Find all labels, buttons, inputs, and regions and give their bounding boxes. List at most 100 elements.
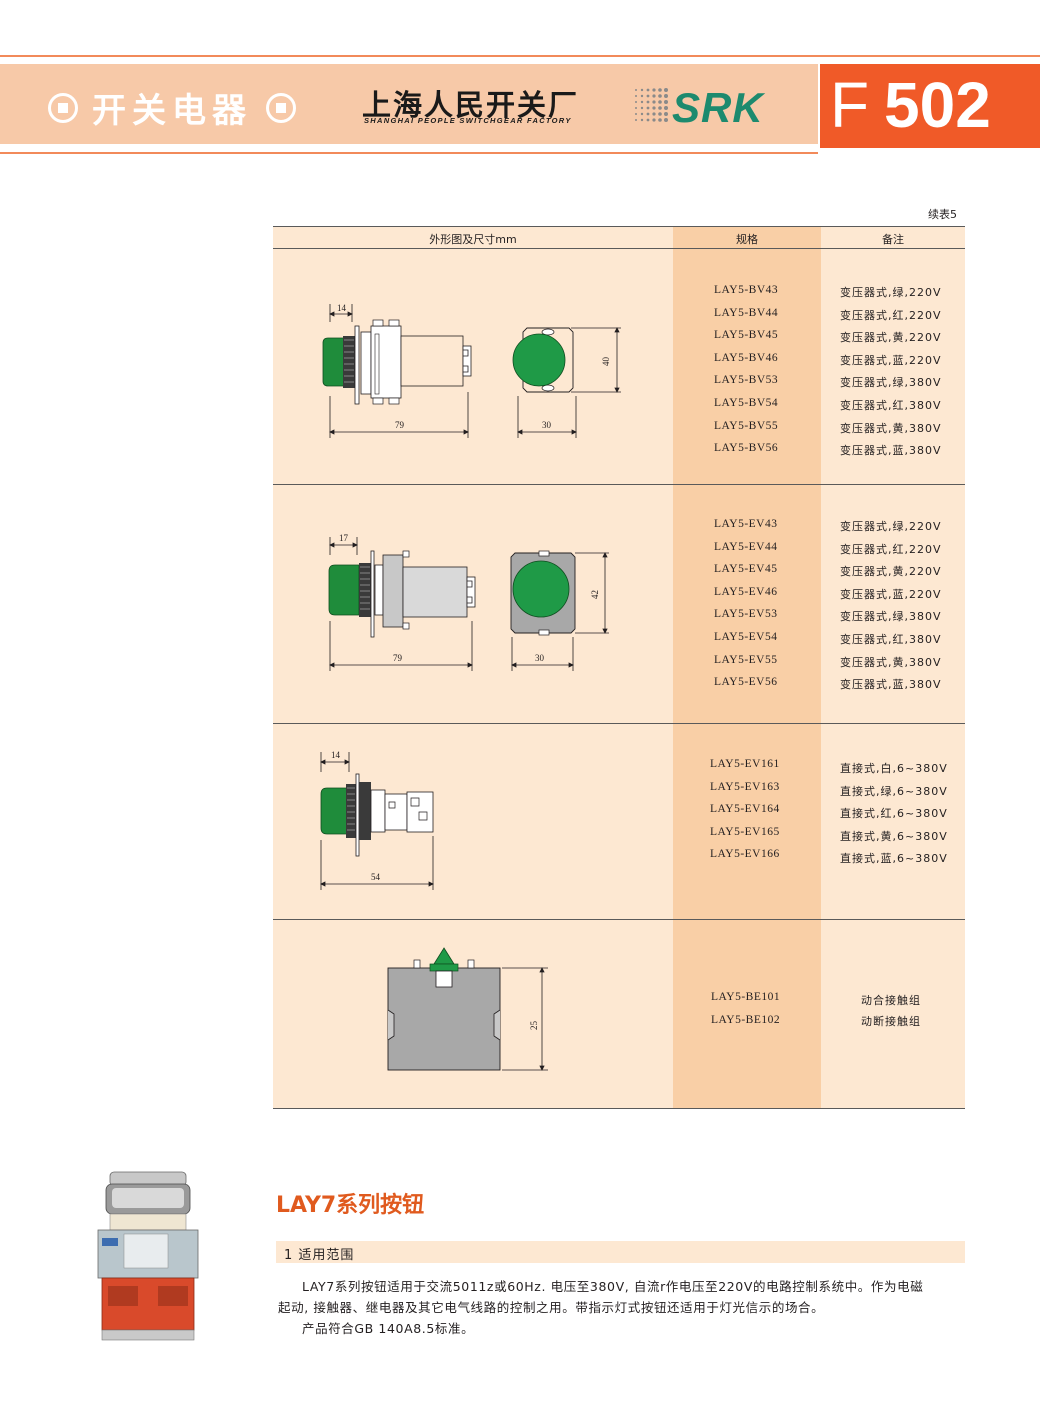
drawing-ev-series: 17 79 42 bbox=[328, 533, 609, 671]
list-item: LAY5-EV56 bbox=[714, 676, 778, 689]
halftone-dots-icon bbox=[635, 88, 668, 122]
list-item: LAY5-EV45 bbox=[714, 563, 778, 576]
list-item: 直接式,绿,6~380V bbox=[840, 784, 948, 798]
dimension-label: 25 bbox=[529, 1021, 539, 1031]
list-item: 变压器式,红,220V bbox=[840, 542, 942, 556]
dimension-label: 14 bbox=[337, 303, 347, 313]
page-number-box bbox=[820, 64, 1040, 148]
note-list: 变压器式,绿,220V 变压器式,红,220V 变压器式,黄,220V 变压器式… bbox=[840, 284, 942, 465]
product-photo bbox=[97, 1171, 199, 1341]
list-item: 直接式,蓝,6~380V bbox=[840, 852, 948, 866]
dimension-label: 30 bbox=[542, 420, 552, 430]
note-list: 直接式,白,6~380V 直接式,绿,6~380V 直接式,红,6~380V 直… bbox=[840, 760, 948, 873]
section-title: LAY7系列按钮 bbox=[276, 1193, 425, 1218]
dimension-label: 40 bbox=[601, 357, 611, 367]
list-item: LAY5-EV53 bbox=[714, 608, 778, 621]
bullet-square-icon bbox=[48, 92, 78, 123]
list-item: LAY5-BV46 bbox=[714, 351, 779, 364]
drawing-be-series: 25 bbox=[387, 947, 548, 1071]
list-item: 变压器式,黄,380V bbox=[840, 421, 942, 435]
list-item: 直接式,黄,6~380V bbox=[840, 829, 948, 843]
list-item: LAY5-EV55 bbox=[714, 653, 778, 666]
dimension-label: 79 bbox=[395, 420, 405, 430]
list-item: LAY5-BV45 bbox=[714, 329, 779, 342]
list-item: 变压器式,绿,380V bbox=[840, 376, 942, 390]
list-item: 变压器式,黄,380V bbox=[840, 655, 942, 669]
paragraph-line: 起动, 接触器、继电器及其它电气线路的控制之用。带指示灯式按钮还适用于灯光信示的… bbox=[278, 1300, 825, 1315]
list-item: 动断接触组 bbox=[861, 1015, 921, 1028]
list-item: LAY5-EV43 bbox=[714, 518, 778, 530]
list-item: 变压器式,绿,380V bbox=[840, 610, 942, 624]
company-name-en: SHANGHAI PEOPLE SWITCHGEAR FACTORY bbox=[364, 116, 572, 125]
column-header-spec: 规格 bbox=[736, 233, 758, 246]
list-item: LAY5-BE101 bbox=[711, 991, 781, 1003]
category-text: 开关电器 bbox=[92, 91, 252, 131]
table-rule bbox=[273, 919, 965, 920]
list-item: 变压器式,绿,220V bbox=[840, 286, 942, 299]
drawing-bv-series: 14 79 bbox=[322, 303, 621, 438]
list-item: 变压器式,红,220V bbox=[840, 308, 942, 322]
list-item: 变压器式,蓝,380V bbox=[840, 678, 942, 692]
spec-list: LAY5-BE101 LAY5-BE102 bbox=[711, 991, 780, 1036]
note-list: 动合接触组 动断接触组 bbox=[861, 992, 921, 1034]
list-item: LAY5-BV56 bbox=[714, 442, 779, 455]
list-item: 变压器式,蓝,220V bbox=[840, 587, 942, 601]
list-item: LAY5-EV161 bbox=[710, 758, 780, 770]
list-item: LAY5-BE102 bbox=[711, 1013, 781, 1026]
table-rule bbox=[273, 1108, 965, 1109]
header-top-rule bbox=[0, 55, 1040, 57]
paragraph-line: LAY7系列按钮适用于交流5011z或60Hz. 电压至380V, 自流r作电压… bbox=[302, 1279, 924, 1294]
paragraph-line: 产品符合GB 140A8.5标准。 bbox=[302, 1321, 475, 1336]
spec-table: 外形图及尺寸mm 规格 备注 LAY5-BV43 LAY5-BV44 LAY5-… bbox=[273, 226, 965, 1109]
list-item: LAY5-EV166 bbox=[710, 848, 780, 861]
column-header-figure: 外形图及尺寸mm bbox=[429, 233, 517, 246]
list-item: LAY5-BV54 bbox=[714, 396, 779, 409]
list-item: LAY5-EV165 bbox=[710, 825, 780, 838]
list-item: 动合接触组 bbox=[861, 994, 921, 1007]
list-item: LAY5-BV43 bbox=[714, 284, 779, 296]
brand-logo: SRK bbox=[672, 84, 764, 131]
spec-list: LAY5-EV43 LAY5-EV44 LAY5-EV45 LAY5-EV46 … bbox=[714, 518, 778, 699]
table-rule bbox=[273, 248, 965, 249]
bullet-square-icon bbox=[266, 92, 296, 123]
page-number: 502 bbox=[884, 69, 991, 141]
dimension-label: 42 bbox=[590, 590, 600, 599]
spec-list: LAY5-BV43 LAY5-BV44 LAY5-BV45 LAY5-BV46 … bbox=[714, 284, 778, 465]
list-item: 变压器式,蓝,380V bbox=[840, 444, 942, 458]
dimension-label: 30 bbox=[535, 653, 545, 663]
header-bottom-rule bbox=[0, 152, 818, 154]
table-rule bbox=[273, 226, 965, 227]
continued-label: 续表5 bbox=[928, 208, 957, 221]
list-item: 变压器式,黄,220V bbox=[840, 565, 942, 579]
table-rule bbox=[273, 723, 965, 724]
dimension-label: 17 bbox=[339, 533, 349, 543]
list-item: LAY5-EV54 bbox=[714, 630, 778, 643]
list-item: 直接式,白,6~380V bbox=[840, 762, 948, 775]
list-item: 直接式,红,6~380V bbox=[840, 807, 948, 821]
note-list: 变压器式,绿,220V 变压器式,红,220V 变压器式,黄,220V 变压器式… bbox=[840, 518, 942, 699]
dimension-label: 54 bbox=[371, 872, 381, 882]
list-item: LAY5-BV55 bbox=[714, 419, 779, 432]
spec-list: LAY5-EV161 LAY5-EV163 LAY5-EV164 LAY5-EV… bbox=[710, 758, 780, 871]
subtitle-bar bbox=[276, 1241, 965, 1263]
table-rule bbox=[273, 484, 965, 485]
list-item: 变压器式,黄,220V bbox=[840, 331, 942, 345]
spec-column bbox=[673, 226, 821, 1109]
header-band bbox=[0, 64, 818, 144]
column-header-note: 备注 bbox=[882, 233, 904, 246]
dimension-label: 14 bbox=[331, 750, 341, 760]
list-item: 变压器式,绿,220V bbox=[840, 520, 942, 533]
list-item: 变压器式,红,380V bbox=[840, 632, 942, 646]
list-item: LAY5-BV44 bbox=[714, 306, 779, 319]
company-name-cn: 上海人民开关厂 bbox=[362, 88, 580, 122]
list-item: LAY5-EV44 bbox=[714, 540, 778, 553]
list-item: 变压器式,红,380V bbox=[840, 398, 942, 412]
subsection-title: 1 适用范围 bbox=[284, 1248, 355, 1263]
drawing-ev16-series: 14 54 bbox=[320, 750, 434, 890]
page-letter: F bbox=[830, 69, 870, 141]
category-title: 开关电器 bbox=[48, 83, 296, 132]
list-item: LAY5-EV46 bbox=[714, 585, 778, 598]
list-item: 变压器式,蓝,220V bbox=[840, 353, 942, 367]
list-item: LAY5-EV164 bbox=[710, 803, 780, 816]
note-column bbox=[821, 226, 965, 1109]
